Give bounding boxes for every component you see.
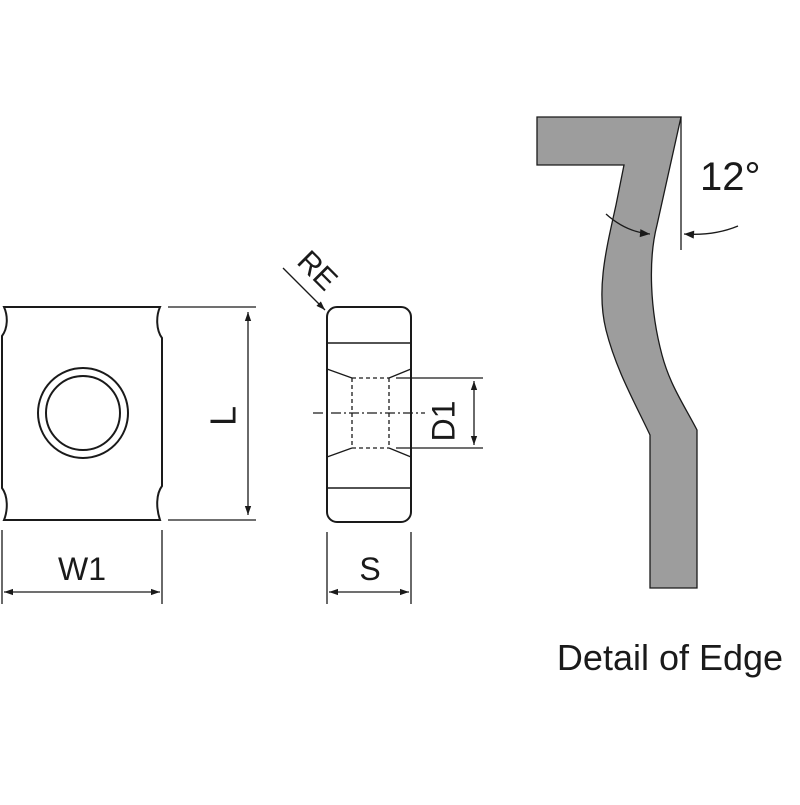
corner-radius-callout: RE	[282, 244, 344, 311]
label-hole-diameter: D1	[425, 401, 461, 442]
insert-side-view	[313, 306, 425, 523]
edge-detail: 12°	[536, 116, 761, 589]
label-angle: 12°	[700, 155, 761, 199]
side-outline	[326, 306, 412, 523]
edge-profile	[536, 116, 698, 589]
hole-outer	[37, 367, 129, 459]
hole-inner	[45, 375, 121, 451]
thickness-dimension: S	[326, 532, 412, 604]
insert-top-view	[1, 306, 163, 521]
label-corner-radius: RE	[291, 244, 344, 297]
width-dimension: W1	[1, 530, 163, 604]
insert-outline	[1, 306, 163, 521]
label-length: L	[203, 406, 244, 426]
length-dimension: L	[168, 306, 256, 521]
label-thickness: S	[359, 551, 380, 587]
hole-diameter-dimension: D1	[396, 377, 483, 449]
label-width: W1	[58, 551, 106, 587]
caption-detail-of-edge: Detail of Edge	[557, 637, 783, 678]
